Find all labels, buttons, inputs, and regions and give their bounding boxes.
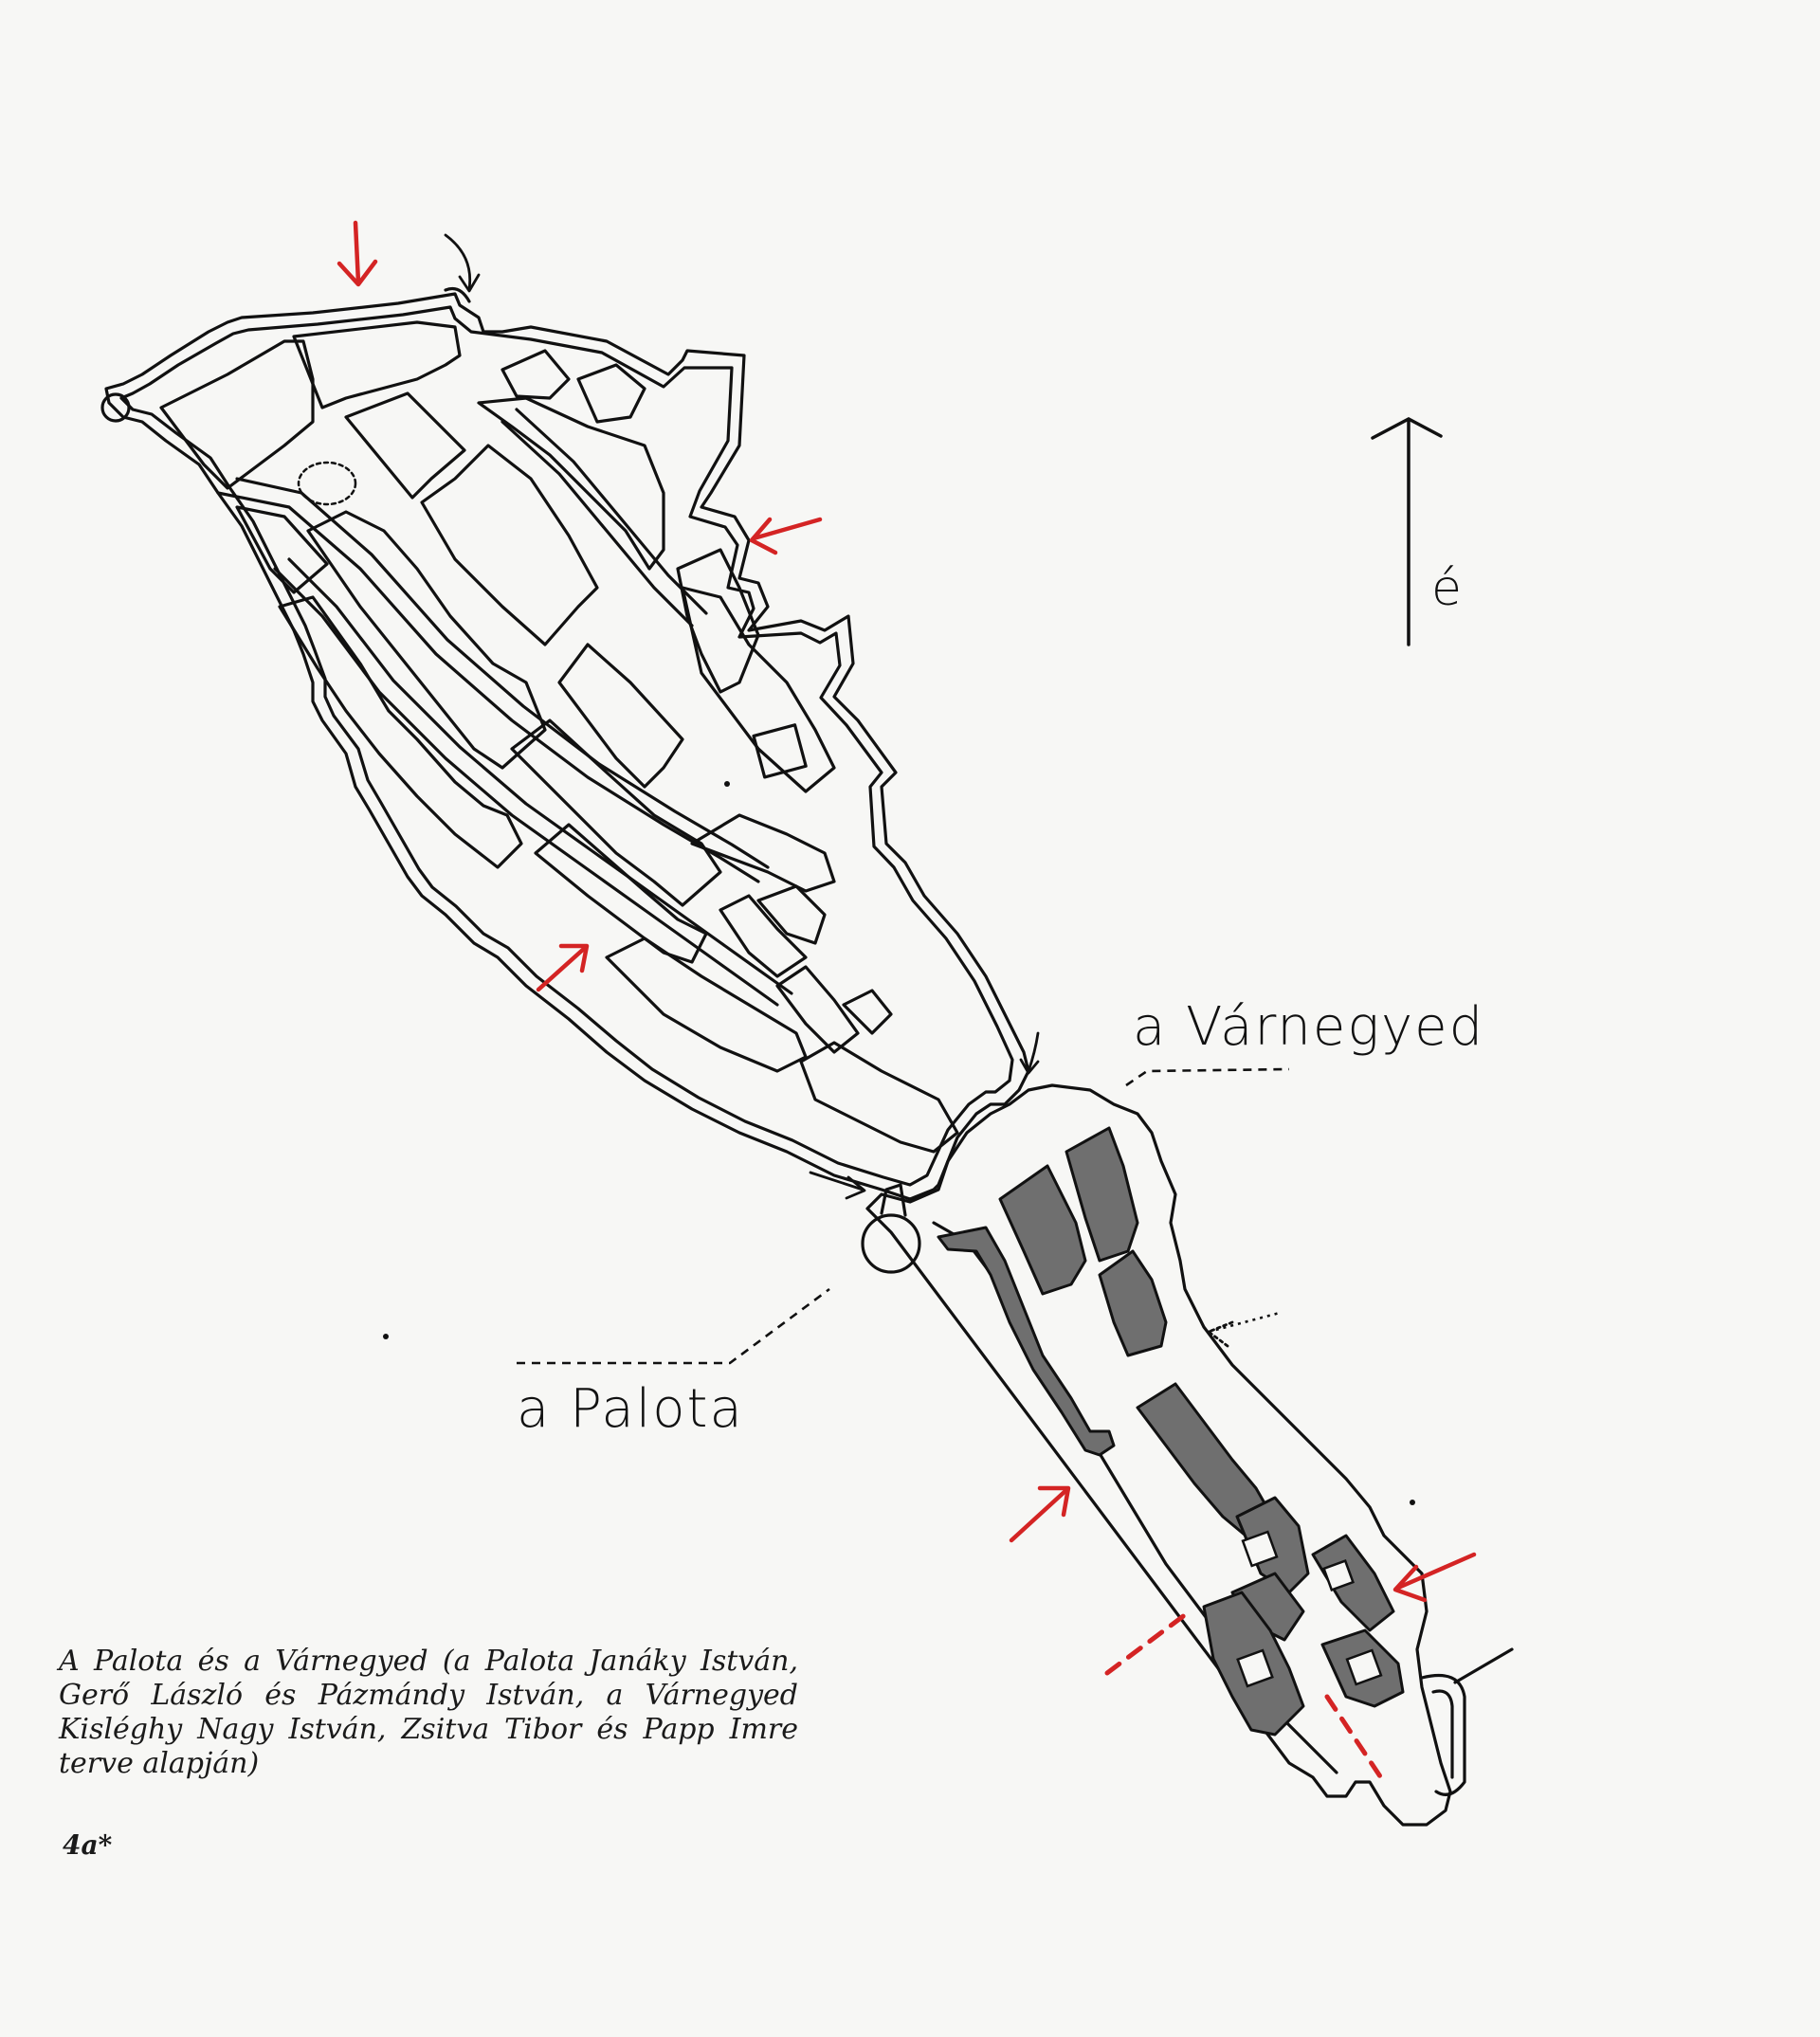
figure-number: 4a* xyxy=(63,1829,113,1861)
block xyxy=(534,823,708,964)
figure-caption: A Palota és a Várnegyed (a Palota Janáky… xyxy=(59,1645,798,1780)
street-west xyxy=(273,567,779,1007)
street-main-edge xyxy=(235,477,770,869)
bastion-line xyxy=(1453,1647,1514,1684)
block xyxy=(292,320,462,409)
block xyxy=(756,884,827,945)
courtyard xyxy=(1345,1648,1383,1686)
street-east xyxy=(500,420,694,627)
bastion-ne xyxy=(444,286,471,303)
district-label-leader xyxy=(1125,1067,1290,1087)
block xyxy=(605,937,808,1073)
palace-building xyxy=(998,1164,1087,1296)
block xyxy=(690,813,836,893)
section-line-south xyxy=(1324,1694,1387,1785)
street-east-edge xyxy=(515,408,708,615)
palace-label-leader xyxy=(517,1287,830,1365)
dotted-arrow-line xyxy=(1208,1311,1281,1334)
block xyxy=(510,718,722,907)
entrance-arrow-icon xyxy=(536,943,590,992)
block xyxy=(235,505,329,594)
district-inner-wall xyxy=(119,305,1014,1187)
block xyxy=(159,339,315,490)
block xyxy=(500,349,571,400)
palace-building xyxy=(1098,1249,1168,1357)
block xyxy=(306,510,547,770)
section-line-west xyxy=(1104,1609,1192,1676)
entrance-arrow-icon xyxy=(1009,1485,1071,1543)
north-label: é xyxy=(1431,560,1462,617)
courtyard xyxy=(1236,1648,1274,1688)
map-dot xyxy=(1410,1500,1415,1505)
block xyxy=(576,363,646,424)
block xyxy=(719,894,808,978)
map-dot xyxy=(724,781,730,787)
courtyard xyxy=(1241,1530,1279,1568)
block xyxy=(557,643,684,789)
palace-gate xyxy=(880,1183,907,1217)
block xyxy=(842,989,893,1035)
palace-label: a Palota xyxy=(517,1378,744,1440)
south-bastion xyxy=(1420,1673,1466,1796)
palace-outer-wall xyxy=(865,1083,1452,1827)
block xyxy=(775,965,860,1054)
small-building xyxy=(752,723,808,779)
block xyxy=(681,586,836,793)
entrance-arrow-icon xyxy=(1392,1552,1477,1603)
church-outline xyxy=(297,461,357,506)
palace-building xyxy=(1065,1126,1139,1263)
entrance-arrow-icon xyxy=(337,220,378,287)
block xyxy=(799,1041,959,1154)
block xyxy=(278,595,523,869)
entrance-arrow-icon xyxy=(1207,1320,1234,1348)
courtyard xyxy=(1322,1559,1355,1591)
block xyxy=(344,391,466,500)
district-outer-wall xyxy=(104,292,1030,1201)
entrance-arrow-icon xyxy=(749,517,823,555)
district-label: a Várnegyed xyxy=(1133,996,1484,1058)
palace-wing-west xyxy=(937,1226,1116,1457)
palace-bastion-west xyxy=(861,1213,921,1274)
entrance-arrow-icon xyxy=(1019,1031,1040,1075)
bastion-nw xyxy=(100,392,131,423)
map-dot xyxy=(383,1334,389,1339)
entrance-arrow-icon xyxy=(444,233,481,293)
street-west-edge xyxy=(287,557,793,995)
north-arrow-icon xyxy=(1371,417,1443,646)
block xyxy=(420,444,599,646)
block xyxy=(676,548,760,694)
street-main xyxy=(216,491,760,883)
block xyxy=(477,396,665,571)
south-bastion-inner xyxy=(1431,1689,1454,1779)
entrance-arrow-icon xyxy=(809,1171,866,1200)
